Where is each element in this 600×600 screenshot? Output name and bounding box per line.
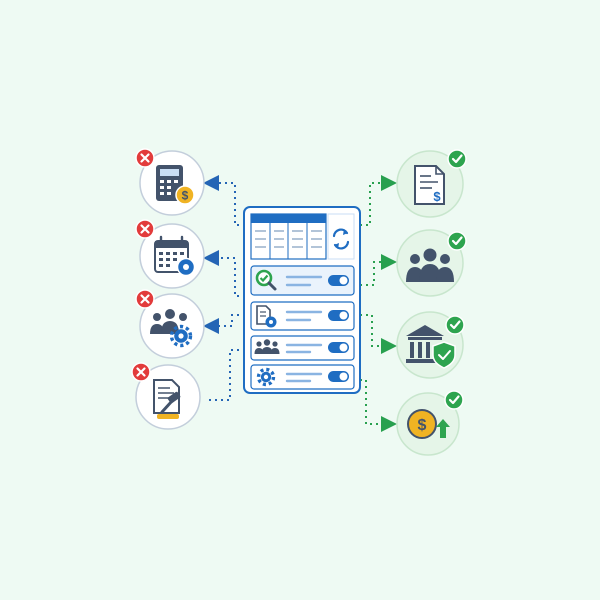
left-item-2 [135, 219, 205, 289]
calendar-settings-icon [154, 235, 196, 277]
connector-left-2 [203, 250, 245, 297]
x-icon [135, 148, 155, 168]
right-connectors [360, 175, 397, 432]
team-icon [254, 339, 280, 354]
svg-text:$: $ [418, 417, 427, 434]
refresh-icon[interactable] [332, 228, 350, 250]
left-item-3 [135, 289, 205, 359]
connector-left-3 [203, 314, 245, 334]
check-icon [444, 390, 464, 410]
connector-left-1 [203, 175, 245, 226]
row-4-toggle[interactable] [328, 371, 349, 382]
panel-row-3[interactable] [250, 335, 355, 361]
left-item-1: $ [135, 148, 205, 216]
panel-row-2[interactable] [250, 301, 355, 331]
svg-text:$: $ [433, 189, 441, 204]
center-panel [243, 206, 361, 394]
gear-icon [256, 367, 276, 387]
team-icon [406, 248, 454, 282]
row-2-toggle[interactable] [328, 310, 349, 321]
panel-row-1[interactable] [250, 265, 355, 296]
check-icon [447, 149, 467, 169]
row-1-toggle[interactable] [328, 275, 349, 286]
right-item-3 [396, 311, 465, 379]
right-item-4: $ [396, 390, 464, 456]
connector-right-1 [360, 175, 397, 226]
search-check-icon [255, 269, 277, 291]
connector-right-2 [360, 254, 397, 286]
svg-text:$: $ [182, 189, 189, 203]
invoice-dollar-icon: $ [414, 165, 445, 205]
document-settings-icon [256, 305, 277, 328]
connector-left-4 [205, 349, 245, 401]
bank-shield-icon [406, 325, 456, 369]
people-settings-icon [150, 309, 193, 348]
right-item-1: $ [396, 149, 467, 218]
right-item-2 [396, 229, 467, 297]
left-item-4 [131, 362, 201, 430]
x-icon [131, 362, 151, 382]
panel-header [250, 213, 355, 260]
x-icon [135, 219, 155, 239]
check-icon [447, 231, 467, 251]
dollar-growth-icon: $ [407, 409, 450, 439]
legal-document-gavel-icon [153, 379, 181, 419]
panel-row-4[interactable] [250, 364, 355, 390]
calculator-dollar-icon: $ [156, 165, 195, 205]
connector-right-3 [360, 314, 397, 354]
left-connectors [203, 175, 245, 401]
row-3-toggle[interactable] [328, 342, 349, 353]
x-icon [135, 289, 155, 309]
check-icon [445, 315, 465, 335]
